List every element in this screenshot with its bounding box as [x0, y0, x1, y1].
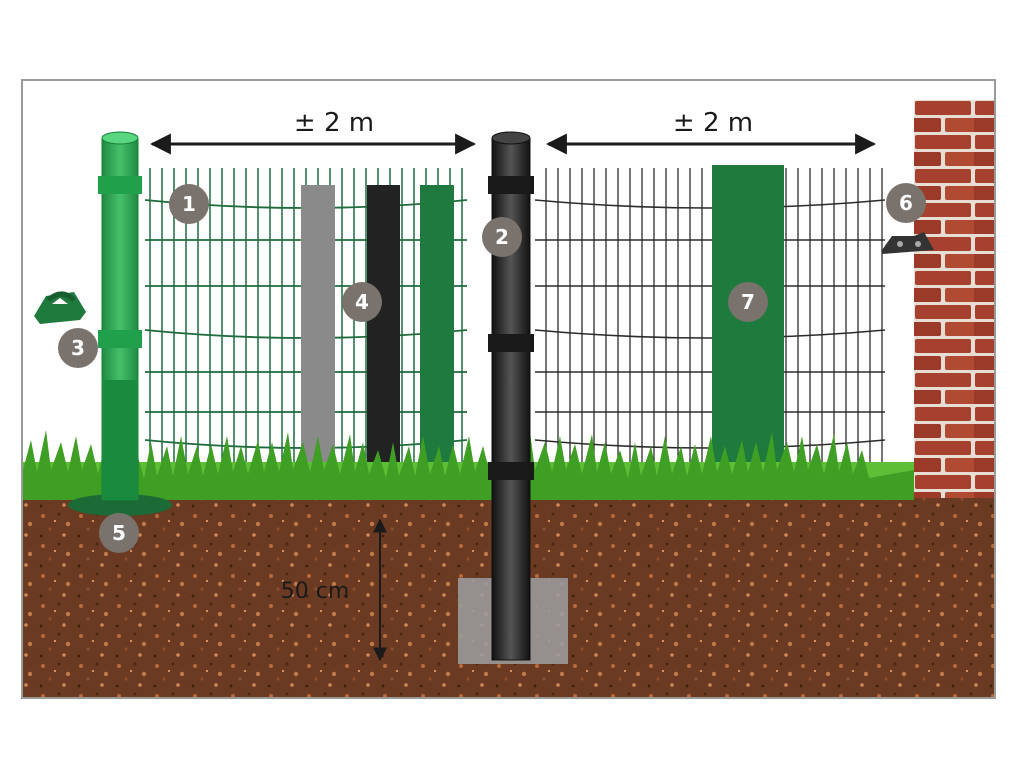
marker-7-label: 7: [741, 290, 755, 314]
post-clip-top: [98, 176, 142, 194]
post-base-plate: [68, 494, 172, 516]
green-fence-post: [68, 131, 172, 516]
marker-3: 3: [58, 328, 98, 368]
post-clip-top: [488, 176, 534, 194]
marker-5-label: 5: [112, 521, 126, 545]
post-clip-middle: [488, 334, 534, 352]
marker-1-label: 1: [182, 192, 196, 216]
marker-6-label: 6: [899, 191, 913, 215]
brick-wall: [914, 100, 994, 498]
marker-2: 2: [482, 217, 522, 257]
post-clip-middle: [98, 330, 142, 348]
marker-7: 7: [728, 282, 768, 322]
color-sample-black: [367, 185, 400, 496]
marker-6: 6: [886, 183, 926, 223]
marker-4-label: 4: [355, 290, 369, 314]
depth-label: 50 cm: [281, 579, 350, 604]
marker-2-label: 2: [495, 225, 509, 249]
span-right-label: ± 2 m: [673, 108, 753, 138]
post-clip-bottom: [488, 462, 534, 480]
black-fence-post: [488, 131, 534, 661]
wall-bracket-icon: [882, 232, 934, 254]
span-left-label: ± 2 m: [294, 108, 374, 138]
marker-1: 1: [169, 184, 209, 224]
fastening-clip-icon: [34, 291, 86, 324]
marker-5: 5: [99, 513, 139, 553]
color-sample-green: [420, 185, 454, 496]
marker-4: 4: [342, 282, 382, 322]
panel-color-samples: [301, 185, 454, 496]
grass: [23, 430, 914, 500]
marker-3-label: 3: [71, 336, 85, 360]
